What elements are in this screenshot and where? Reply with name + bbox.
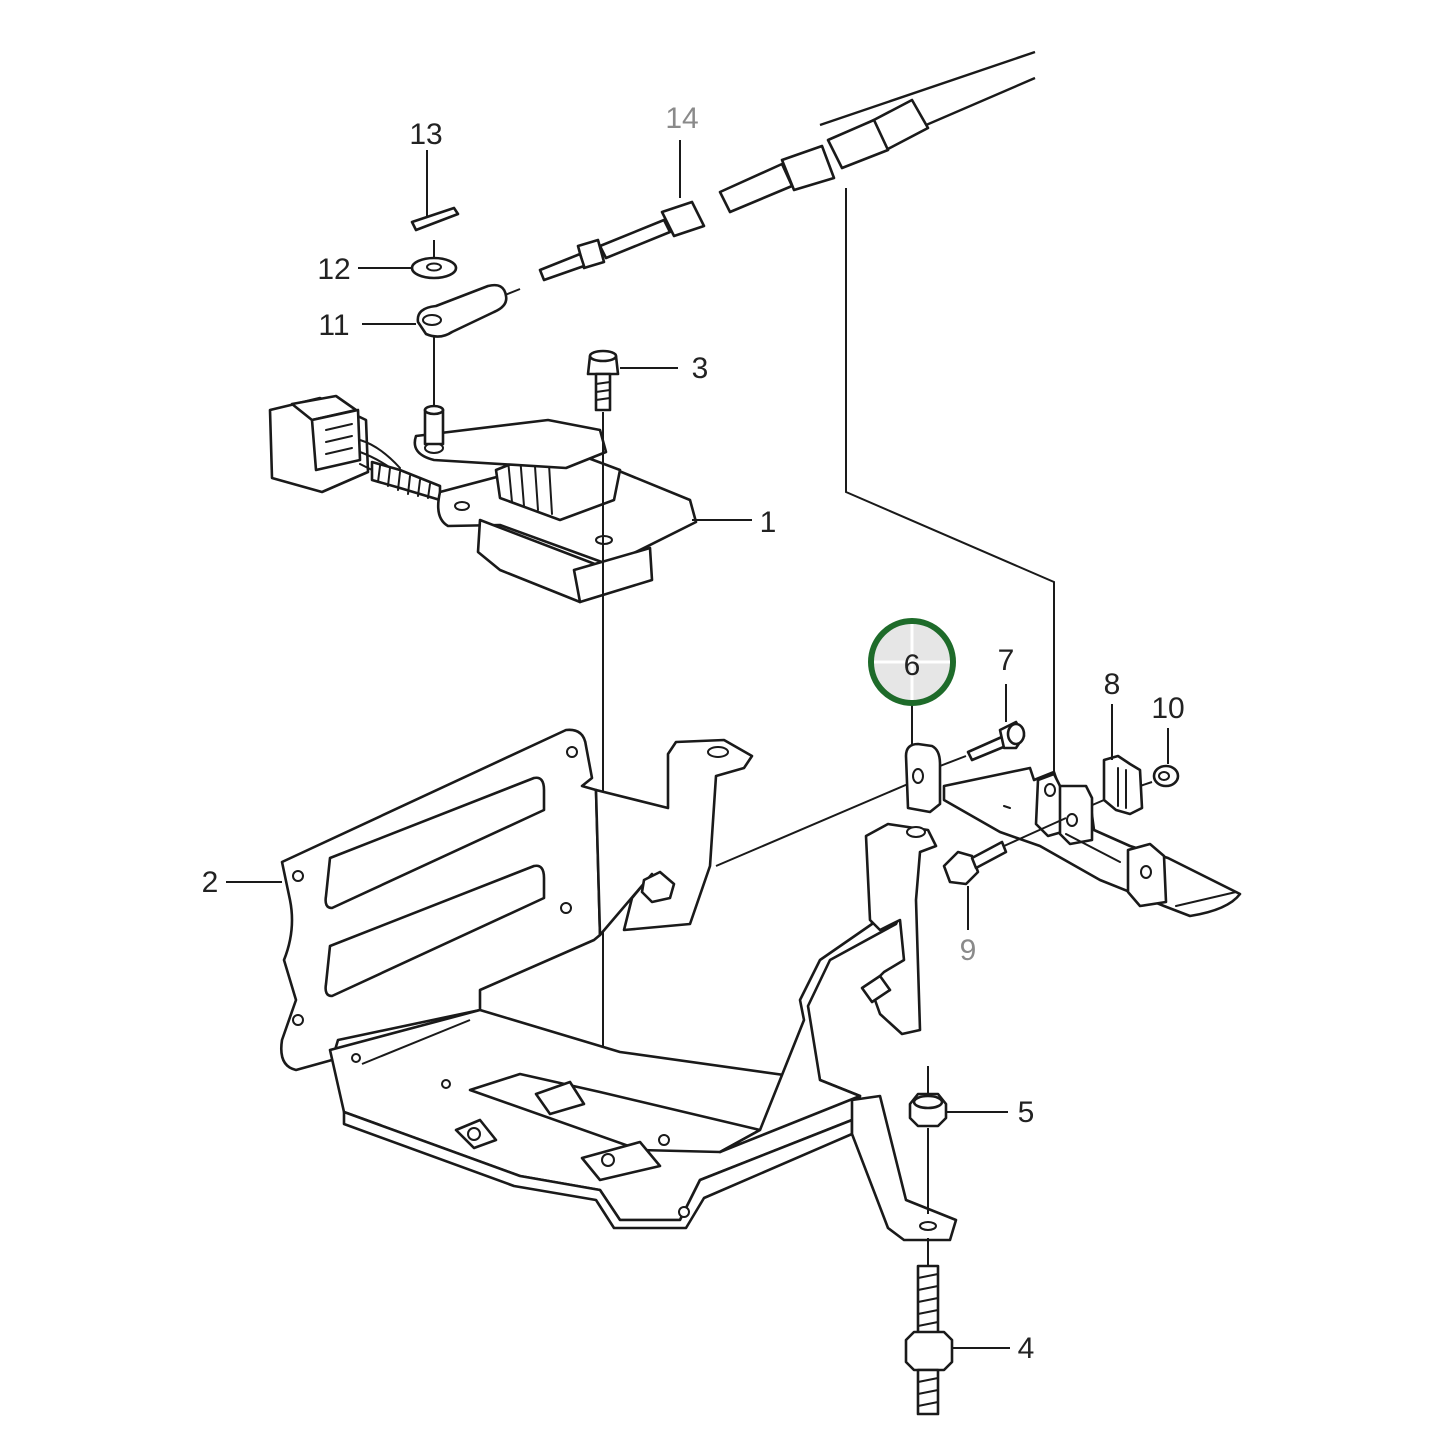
flange-nut[interactable] <box>908 1092 948 1128</box>
gear-selector-switch[interactable] <box>268 394 698 604</box>
callout-7[interactable]: 7 <box>998 644 1015 677</box>
callout-6[interactable]: 6 <box>904 649 921 682</box>
washer[interactable] <box>410 256 458 280</box>
bolt-top[interactable] <box>586 349 620 412</box>
callout-4[interactable]: 4 <box>1018 1332 1035 1365</box>
nut-10[interactable] <box>1152 764 1180 788</box>
callout-14[interactable]: 14 <box>665 102 698 135</box>
callout-13[interactable]: 13 <box>409 118 442 151</box>
callout-1[interactable]: 1 <box>760 506 777 539</box>
shift-cable[interactable] <box>538 50 1036 282</box>
clip-bracket[interactable] <box>1102 754 1144 816</box>
callout-leaders <box>226 140 1169 1349</box>
callout-8[interactable]: 8 <box>1104 668 1121 701</box>
rod-end[interactable] <box>416 283 521 338</box>
bolt-7[interactable] <box>966 720 1026 762</box>
highlight-marker <box>868 618 956 706</box>
retaining-plate[interactable] <box>904 742 942 814</box>
callout-12[interactable]: 12 <box>317 253 350 286</box>
callout-2[interactable]: 2 <box>202 866 219 899</box>
side-bracket[interactable] <box>942 766 1242 918</box>
mounting-bracket[interactable] <box>280 728 958 1242</box>
callout-5[interactable]: 5 <box>1018 1096 1035 1129</box>
callout-10[interactable]: 10 <box>1151 692 1184 725</box>
bolt-9[interactable] <box>942 840 1008 886</box>
cotter-pin[interactable] <box>410 206 460 232</box>
stud-bolt[interactable] <box>904 1264 954 1416</box>
callout-3[interactable]: 3 <box>692 352 709 385</box>
callout-11[interactable]: 11 <box>318 309 349 342</box>
callout-9[interactable]: 9 <box>960 934 977 967</box>
